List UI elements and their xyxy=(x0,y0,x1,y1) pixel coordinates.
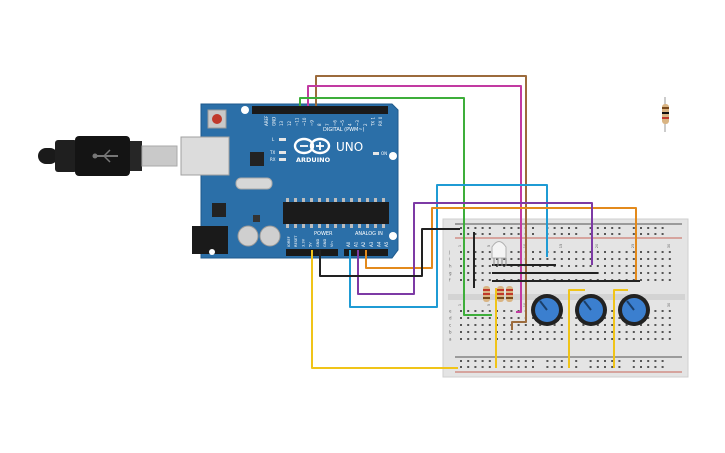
arduino-uno-board[interactable]: ARDUINO UNO DIGITAL (PWM~) ANALOG IN POW… xyxy=(180,103,399,259)
column-number: 30 xyxy=(667,302,671,307)
resistor-1[interactable] xyxy=(483,286,490,302)
digital-pin-label: RX 0 xyxy=(378,116,383,126)
power-label: POWER xyxy=(314,231,333,237)
digital-pin-label: 2 xyxy=(363,123,368,126)
power-pin-label: RESET xyxy=(294,235,298,247)
usb-cable[interactable] xyxy=(38,136,178,176)
wire-purple[interactable] xyxy=(357,202,593,295)
on-led-label: ON xyxy=(381,151,387,156)
digital-pin-label: 8 xyxy=(317,123,322,126)
column-number: 30 xyxy=(667,243,671,248)
analog-pin-label: A2 xyxy=(361,241,366,247)
digital-pin-label: 13 xyxy=(279,120,284,126)
column-number: 5 xyxy=(487,245,491,247)
resistors-on-breadboard[interactable] xyxy=(483,286,513,302)
digital-pwm-label: DIGITAL (PWM~) xyxy=(323,127,365,133)
analog-pin-label: A0 xyxy=(346,241,351,247)
power-pin-label: Vin xyxy=(330,241,334,247)
usb-icon xyxy=(92,149,118,163)
column-number: 1 xyxy=(458,245,462,247)
atmega-chip xyxy=(283,202,389,224)
rx-led-label: RX xyxy=(270,157,276,162)
rgb-led[interactable] xyxy=(491,241,507,267)
row-letter: f xyxy=(449,278,451,283)
column-number: 25 xyxy=(631,244,635,249)
wire-yellow-rail-2[interactable] xyxy=(568,289,585,368)
potentiometer-1[interactable] xyxy=(531,294,563,326)
usb-b-port xyxy=(180,136,230,176)
digital-pin-label: 12 xyxy=(287,120,292,126)
digital-pin-label: 7 xyxy=(325,123,330,126)
digital-pin-label: TX 1 xyxy=(370,117,375,127)
wire-orange[interactable] xyxy=(365,207,637,280)
wire-yellow-5v[interactable] xyxy=(311,250,458,369)
digital-pin-label: ~5 xyxy=(340,120,345,126)
digital-pin-label: GND xyxy=(272,117,277,126)
analog-pin-label: A4 xyxy=(376,241,381,247)
potentiometer-3[interactable] xyxy=(618,294,650,326)
column-number: 5 xyxy=(487,304,491,306)
resistor-2[interactable] xyxy=(497,286,504,302)
column-number: 20 xyxy=(595,243,599,248)
analog-pin-label: A1 xyxy=(354,241,359,247)
power-pin-label: 5V xyxy=(309,242,313,247)
row-letter: h xyxy=(449,264,452,269)
row-letter: a xyxy=(449,337,452,342)
tx-led-label: TX xyxy=(269,150,275,155)
column-number: 10 xyxy=(523,243,527,248)
loose-resistor[interactable] xyxy=(662,97,669,132)
row-letter: g xyxy=(449,271,452,276)
arduino-brand-label: ARDUINO xyxy=(296,156,331,164)
row-letter: d xyxy=(449,316,452,321)
wire-green[interactable] xyxy=(299,97,492,316)
column-number: 10 xyxy=(523,302,527,307)
arduino-model-label: UNO xyxy=(336,140,363,154)
wire-black-gnd[interactable] xyxy=(319,228,460,277)
row-letter: e xyxy=(449,309,452,314)
arduino-logo-icon xyxy=(293,137,331,155)
digital-pin-label: AREF xyxy=(264,115,269,126)
digital-pin-label: ~6 xyxy=(332,120,337,126)
digital-pin-label: ~10 xyxy=(302,117,307,126)
row-letter: j xyxy=(448,250,450,255)
wire-blue[interactable] xyxy=(349,184,548,308)
analog-in-label: ANALOG IN xyxy=(355,231,383,237)
row-letter: b xyxy=(449,330,452,335)
digital-pin-label: ~11 xyxy=(294,117,299,126)
reset-button[interactable] xyxy=(207,109,227,129)
resistor-3[interactable] xyxy=(506,286,513,302)
power-pin-label: GND xyxy=(316,239,320,247)
l-led-label: L xyxy=(272,137,275,142)
wire-magenta[interactable] xyxy=(307,85,522,313)
analog-pin-label: A3 xyxy=(369,241,374,247)
column-number: 15 xyxy=(559,244,563,249)
digital-pin-label: ~3 xyxy=(355,120,360,126)
digital-pin-label: ~9 xyxy=(310,120,315,126)
wire-yellow-rail-3[interactable] xyxy=(613,289,628,368)
row-letter: c xyxy=(449,323,451,328)
analog-pin-label: A5 xyxy=(384,241,389,247)
dc-power-jack xyxy=(192,226,228,254)
column-number: 1 xyxy=(458,304,462,306)
top-power-rail[interactable] xyxy=(455,223,682,239)
potentiometer-2[interactable] xyxy=(575,294,607,326)
power-pin-label: GND xyxy=(323,239,327,247)
power-pin-label: 3.3V xyxy=(301,238,305,247)
wire-brown[interactable] xyxy=(315,75,527,330)
row-letter: i xyxy=(449,257,450,262)
power-pin-label: IOREF xyxy=(287,236,291,247)
digital-header[interactable] xyxy=(252,106,388,114)
digital-pin-label: 4 xyxy=(348,123,353,126)
